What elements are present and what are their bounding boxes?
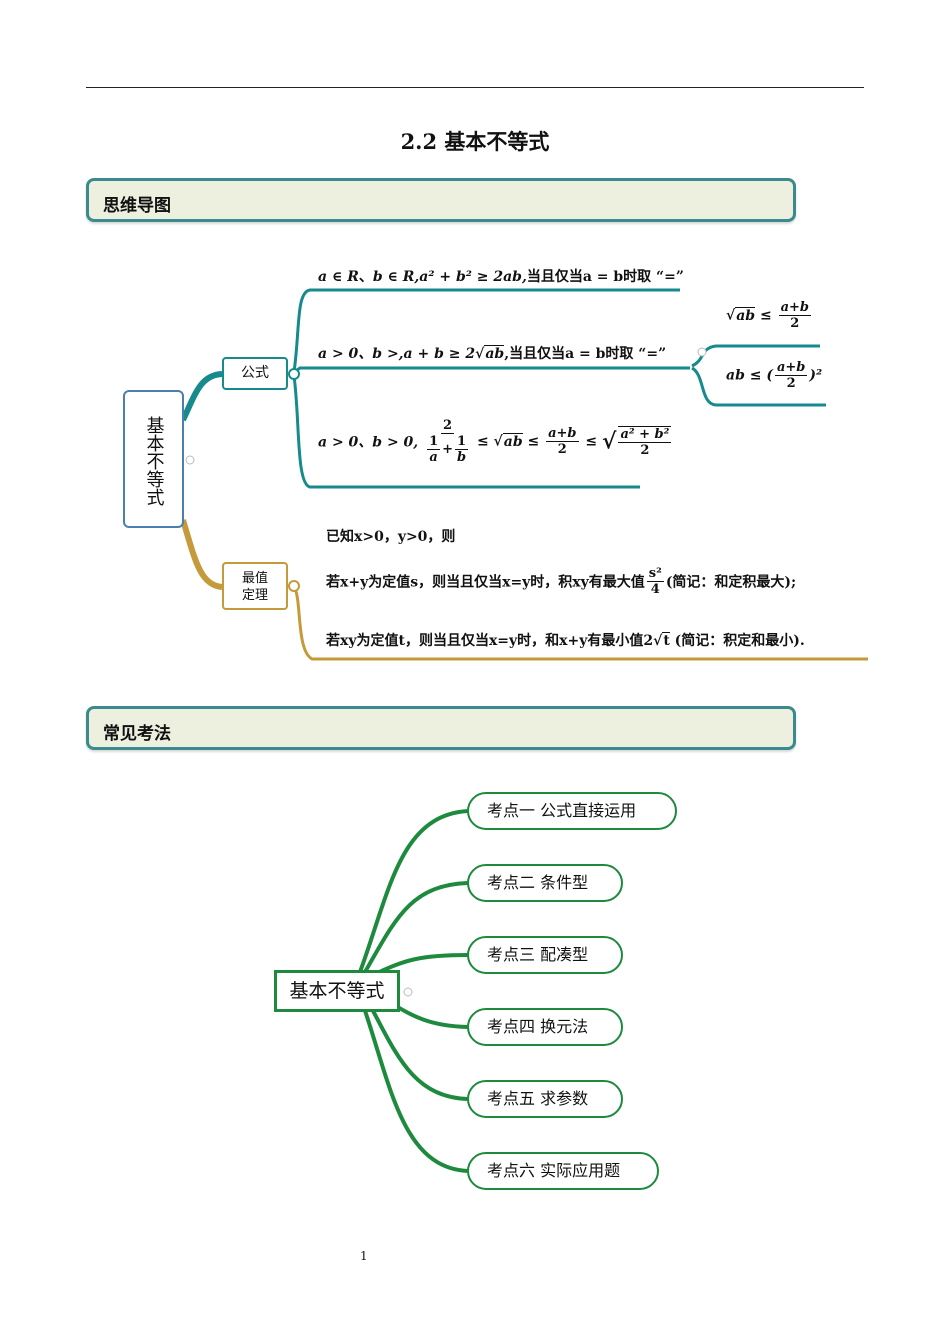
section-methods: 常见考法	[86, 706, 796, 750]
mindmap-connectors	[180, 288, 868, 661]
methods-root: 基本不等式	[274, 970, 400, 1012]
theorem-node: 最值 定理	[222, 562, 288, 610]
formula-1: a ∈ R、b ∈ R,a² + b² ≥ 2ab,当且仅当a = b时取 “=…	[318, 269, 684, 285]
methods-connectors	[358, 809, 469, 1173]
method-item-2: 考点二 条件型	[467, 864, 623, 902]
section-mindmap-label: 思维导图	[103, 196, 171, 216]
method-item-5: 考点五 求参数	[467, 1080, 623, 1118]
mindmap-root-label: 基本不等式	[143, 416, 165, 506]
method-item-1: 考点一 公式直接运用	[467, 792, 677, 830]
header-rule	[86, 87, 864, 88]
page-number: 1	[360, 1249, 368, 1263]
theorem-node-line2: 定理	[241, 588, 268, 603]
theorem-text-3: 若xy为定值t，则当且仅当x=y时，和x+y有最小值2√t (简记：积定和最小)…	[326, 632, 805, 649]
section-mindmap: 思维导图	[86, 178, 796, 222]
formula-2: a > 0、b >,a + b ≥ 2√ab,当且仅当a = b时取 “=”	[318, 345, 667, 362]
theorem-text-1: 已知x>0，y>0，则	[326, 529, 456, 545]
mindmap-root: 基本不等式	[123, 390, 184, 528]
page-title: 2.2 基本不等式	[400, 129, 550, 154]
section-methods-label: 常见考法	[103, 724, 171, 744]
formula-node: 公式	[222, 357, 288, 390]
method-item-3: 考点三 配凑型	[467, 936, 623, 974]
theorem-node-line1: 最值	[241, 571, 268, 586]
method-item-6: 考点六 实际应用题	[467, 1152, 659, 1190]
method-item-4: 考点四 换元法	[467, 1008, 623, 1046]
